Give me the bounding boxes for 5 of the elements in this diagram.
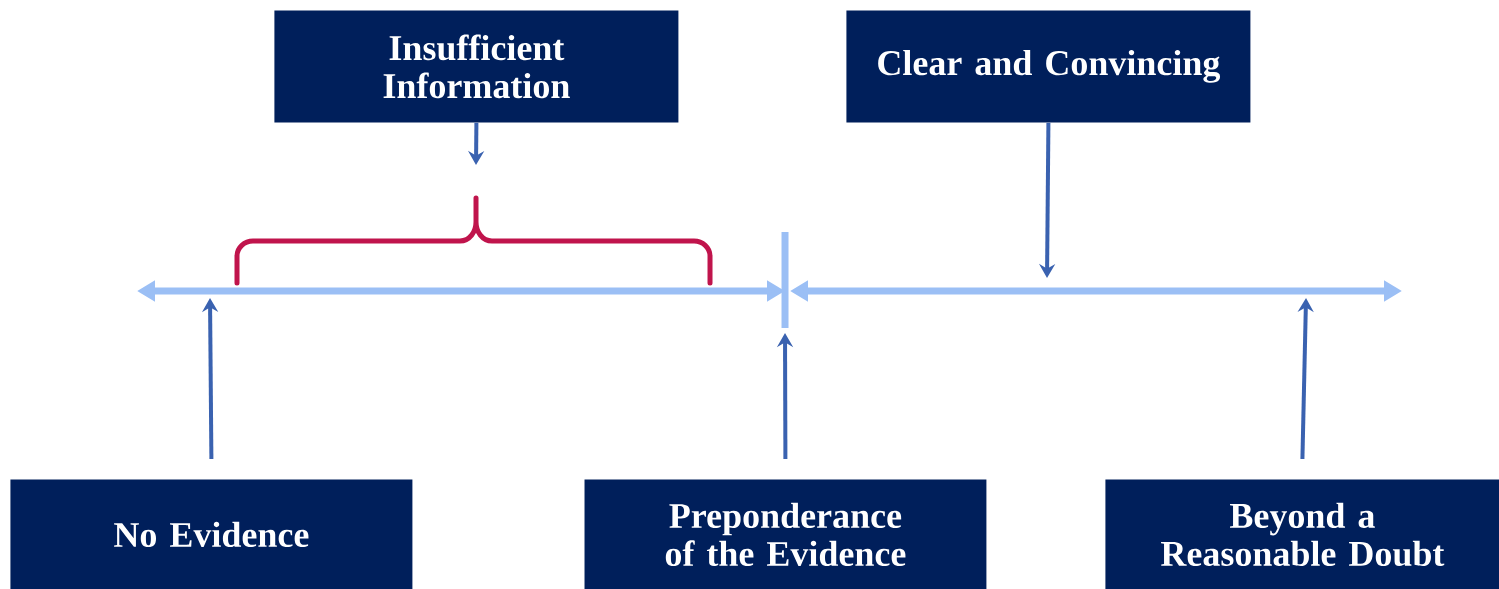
label-box: Beyond a Reasonable Doubt bbox=[1105, 479, 1499, 589]
label-box: Clear and Convincing bbox=[846, 10, 1251, 123]
label-box: Insufficient Information bbox=[274, 10, 679, 123]
label-box: No Evidence bbox=[10, 479, 413, 589]
label-box: Preponderance of the Evidence bbox=[584, 479, 987, 589]
